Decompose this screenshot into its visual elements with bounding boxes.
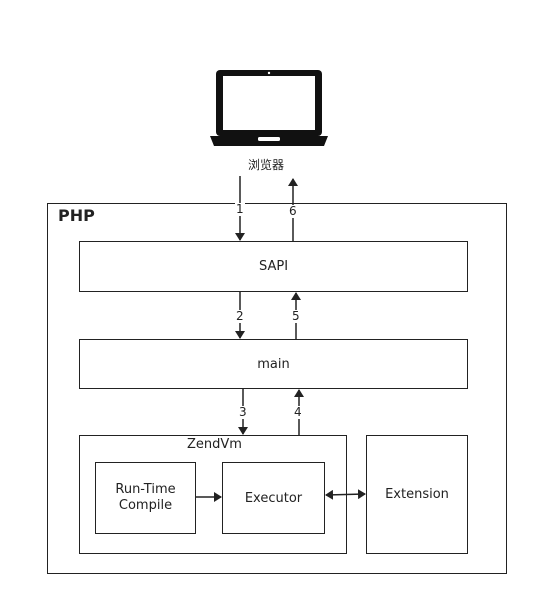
compile-label-line1: Run-Time [115,482,176,497]
executor-box [222,462,325,534]
executor-label: Executor [244,490,303,506]
compile-label-line2: Compile [118,498,173,513]
extension-label: Extension [385,487,449,502]
compile-label: Run-Time Compile [95,462,196,534]
zendvm-title: ZendVm [187,437,242,452]
step-label-2: 2 [235,309,245,323]
php-title: PHP [58,206,95,225]
laptop-icon [210,70,328,146]
step-label-4: 4 [293,405,303,419]
sapi-label: SAPI [258,259,289,274]
extension-box [366,435,468,554]
step-label-5: 5 [291,309,301,323]
main-label: main [257,356,290,372]
main-box [79,339,468,389]
compile-box [95,462,196,534]
browser-label: 浏览器 [248,158,285,172]
step-label-3: 3 [238,405,248,419]
sapi-box [79,241,468,292]
step-label-6: 6 [288,204,298,218]
step-label-1: 1 [235,202,245,216]
arrow-executor-extension [325,489,366,500]
